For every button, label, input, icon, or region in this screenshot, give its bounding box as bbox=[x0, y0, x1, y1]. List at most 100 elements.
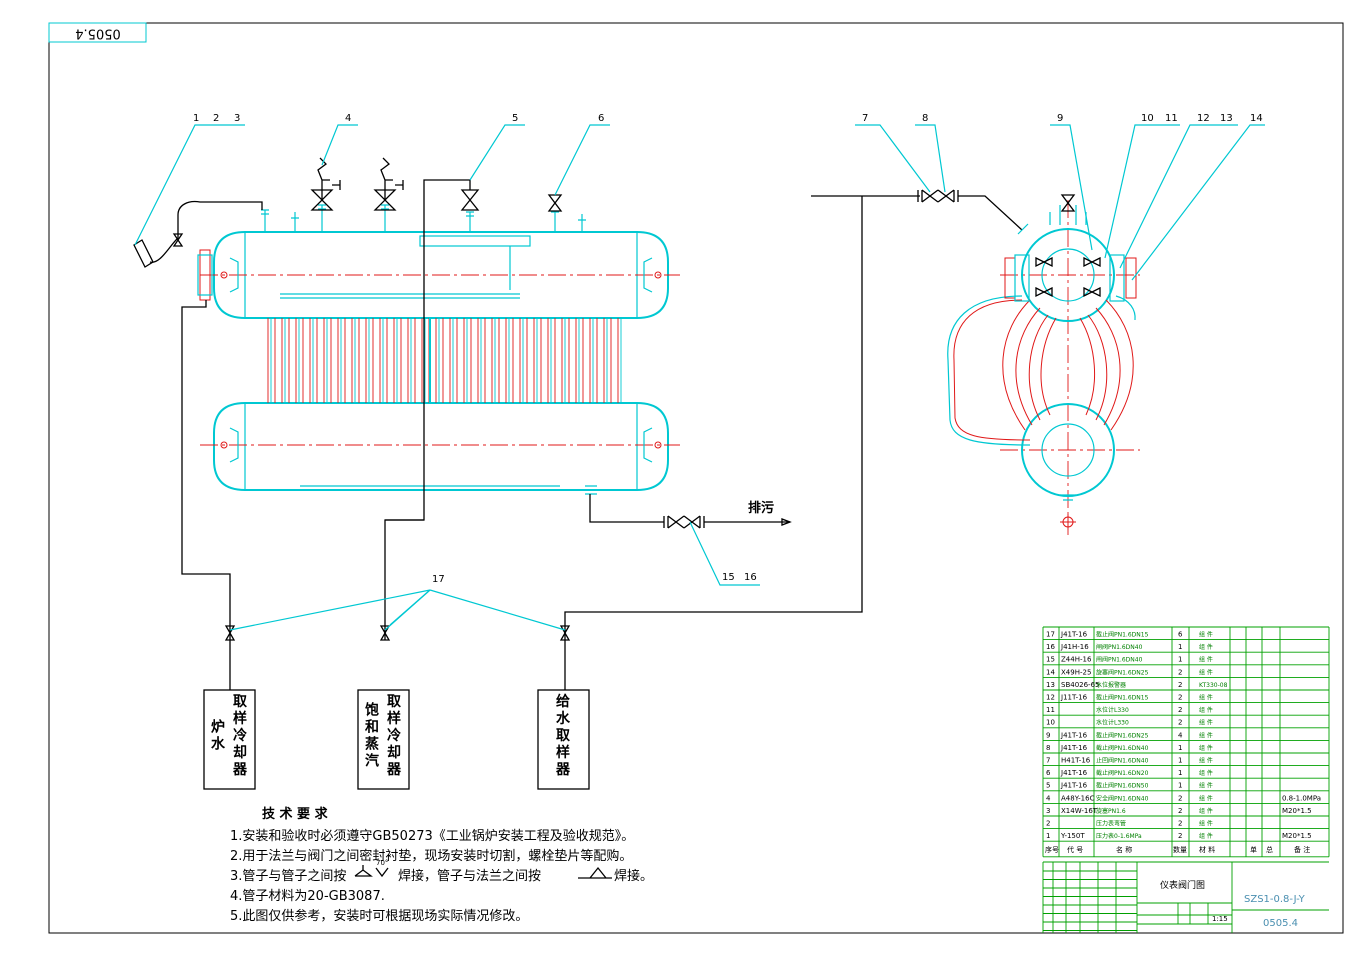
leader-lines bbox=[134, 124, 1265, 586]
bom-cell: 3 bbox=[1046, 807, 1050, 815]
sample-box-3 bbox=[537, 689, 590, 790]
sampling-lines bbox=[181, 195, 920, 690]
bom-cell: M20*1.5 bbox=[1282, 832, 1312, 840]
rotated-drawing-no: 0505.4 bbox=[75, 26, 121, 41]
weld-symbol-2 bbox=[578, 866, 612, 879]
bom-cell: 组 件 bbox=[1199, 744, 1213, 752]
bom-cell: 旋塞PN1.6 bbox=[1096, 807, 1126, 815]
bom-cell: 12 bbox=[1046, 694, 1055, 702]
title-block-scale: 1:15 bbox=[1212, 915, 1228, 923]
bom-cell: 6 bbox=[1178, 631, 1183, 639]
leader-16: 16 bbox=[744, 572, 757, 583]
sample-box-1-char: 器 bbox=[232, 762, 248, 778]
bom-cell: 组 件 bbox=[1199, 782, 1213, 790]
sample-box-1-char: 冷 bbox=[233, 727, 247, 744]
bom-cell: 1 bbox=[1178, 643, 1182, 651]
bom-cell: 9 bbox=[1046, 731, 1050, 739]
bom-cell: J11T-16 bbox=[1060, 694, 1088, 702]
bom-cell: 8 bbox=[1046, 744, 1050, 752]
bom-cell: J41T-16 bbox=[1060, 782, 1088, 790]
bom-cell: 2 bbox=[1178, 820, 1182, 828]
drain-label: 排污 bbox=[748, 500, 774, 516]
note-3b: 焊接，管子与法兰之间按 bbox=[398, 868, 541, 884]
bom-cell: 组 件 bbox=[1199, 668, 1213, 676]
bom-cell: 0.8-1.0MPa bbox=[1282, 794, 1321, 802]
bom-cell: 1 bbox=[1178, 656, 1182, 664]
tube-bank bbox=[267, 318, 622, 403]
bom-cell: 水位计L330 bbox=[1096, 719, 1129, 727]
bom-cell: 14 bbox=[1046, 668, 1055, 676]
bom-cell: 7 bbox=[1046, 757, 1050, 765]
bom-header-cell: 代 号 bbox=[1067, 845, 1083, 854]
bom-cell: 1 bbox=[1178, 769, 1182, 777]
bom-cell: 压力表弯管 bbox=[1096, 820, 1126, 828]
bom-cell: J41T-16 bbox=[1060, 631, 1088, 639]
bom-cell: 闸阀PN1.6DN40 bbox=[1096, 643, 1143, 651]
bom-cell: 4 bbox=[1046, 794, 1051, 802]
bom-cell: 17 bbox=[1046, 631, 1055, 639]
bom-header-cell: 总 bbox=[1266, 845, 1273, 854]
leader-12: 12 bbox=[1197, 113, 1210, 124]
bom-cell: 2 bbox=[1178, 706, 1182, 714]
leader-17: 17 bbox=[432, 574, 445, 585]
sample-box-1-char: 炉 bbox=[211, 719, 225, 736]
bom-header-cell: 单 bbox=[1250, 845, 1257, 854]
leader-2: 2 bbox=[213, 113, 219, 124]
bom-cell: 闸阀PN1.6DN40 bbox=[1096, 656, 1143, 664]
bom-cell: 2 bbox=[1178, 694, 1182, 702]
sheet-border bbox=[48, 22, 1344, 934]
sample-box-3-char: 样 bbox=[556, 744, 570, 761]
sample-box-2-char: 饱 bbox=[365, 702, 379, 719]
sample-box-2 bbox=[357, 689, 410, 790]
sample-box-1-char: 取 bbox=[233, 694, 248, 710]
bom-cell: 组 件 bbox=[1199, 731, 1213, 739]
bom-header-cell: 数量 bbox=[1173, 845, 1187, 854]
bom-cell: SB4026-65 bbox=[1061, 681, 1100, 689]
bom-cell: 1 bbox=[1178, 744, 1182, 752]
bom-cell: J41H-16 bbox=[1060, 643, 1089, 651]
leader-5: 5 bbox=[512, 113, 518, 124]
leader-11: 11 bbox=[1165, 113, 1178, 124]
sample-box-3-char: 器 bbox=[555, 762, 571, 778]
leader-3: 3 bbox=[234, 113, 240, 124]
sample-box-2-char: 却 bbox=[387, 744, 401, 761]
bom-cell: 4 bbox=[1178, 731, 1183, 739]
bom-cell: 5 bbox=[1046, 782, 1050, 790]
bom-cell: 水位报警器 bbox=[1096, 681, 1126, 689]
bom-cell: 2 bbox=[1178, 794, 1182, 802]
bom-cell: 压力表0-1.6MPa bbox=[1096, 832, 1142, 840]
bom-cell: 截止阀PN1.6DN20 bbox=[1096, 769, 1149, 777]
bom-cell: 6 bbox=[1046, 769, 1051, 777]
sample-box-1 bbox=[203, 689, 256, 790]
bom-cell: 1 bbox=[1046, 832, 1050, 840]
bom-cell: 15 bbox=[1046, 656, 1055, 664]
bom-cell: 安全阀PN1.6DN40 bbox=[1096, 794, 1149, 802]
title-block-title: 仪表阀门图 bbox=[1160, 879, 1205, 891]
title-block-model: SZS1-0.8-J-Y bbox=[1244, 894, 1306, 905]
note-4: 4.管子材料为20-GB3087. bbox=[230, 889, 385, 904]
bom-cell: 截止阀PN1.6DN40 bbox=[1096, 744, 1149, 752]
bom-cell: 2 bbox=[1178, 832, 1182, 840]
note-3a: 3.管子与管子之间按 bbox=[230, 869, 346, 884]
sample-box-1-char: 水 bbox=[211, 736, 226, 753]
leader-15: 15 bbox=[722, 572, 735, 583]
bom-cell: X49H-25 bbox=[1061, 668, 1091, 676]
weld-angle: 70° bbox=[376, 859, 388, 867]
bom-header-cell: 材 料 bbox=[1199, 845, 1215, 854]
bom-cell: X14W-16T bbox=[1061, 807, 1098, 815]
upper-drum bbox=[200, 231, 680, 319]
sample-box-3-char: 水 bbox=[556, 710, 571, 727]
bom-cell: J41T-16 bbox=[1060, 769, 1088, 777]
bom-cell: J41T-16 bbox=[1060, 731, 1088, 739]
bom-cell: 截止阀PN1.6DN15 bbox=[1096, 631, 1149, 639]
bom-header-cell: 备 注 bbox=[1294, 845, 1310, 854]
leader-1: 1 bbox=[193, 113, 199, 124]
bom-cell: 截止阀PN1.6DN15 bbox=[1096, 694, 1149, 702]
bom-cell: 2 bbox=[1046, 820, 1050, 828]
bom-cell: 组 件 bbox=[1199, 631, 1213, 639]
bom-cell: 2 bbox=[1178, 719, 1182, 727]
bom-cell: J41T-16 bbox=[1060, 744, 1088, 752]
